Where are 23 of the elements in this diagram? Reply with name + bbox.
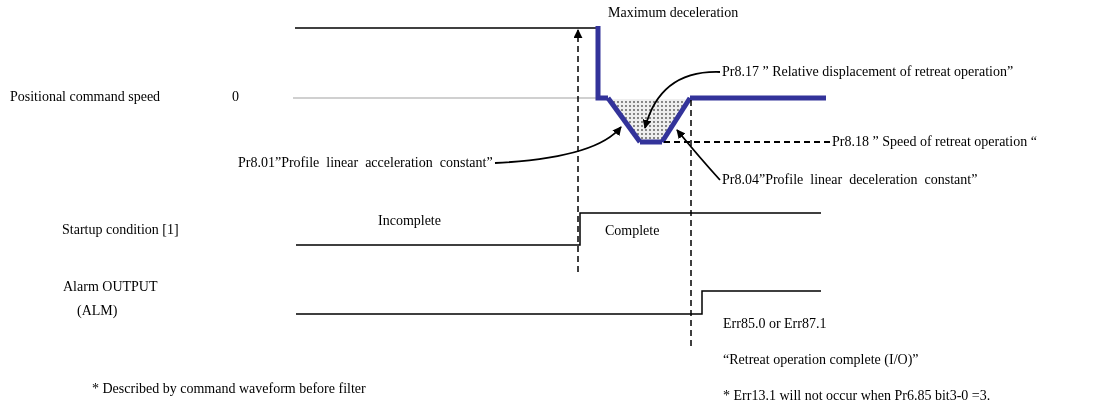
retreat-speed-segment bbox=[640, 139, 662, 145]
acceleration-slope bbox=[605, 96, 643, 144]
signal-label: Alarm OUTPUT bbox=[63, 279, 158, 295]
output-label: “Retreat operation complete (I/O)” bbox=[723, 352, 919, 368]
leader-line bbox=[662, 141, 831, 143]
deceleration-slope bbox=[659, 96, 693, 144]
parameter-label: Pr8.04”Profile linear deceleration constant” bbox=[722, 172, 978, 188]
leader-line bbox=[676, 129, 721, 181]
signal-label: (ALM) bbox=[77, 303, 118, 319]
signal-label: Positional command speed bbox=[10, 89, 161, 105]
footnote: * Err13.1 will not occur when Pr6.85 bit3-0 =3. bbox=[723, 388, 991, 404]
parameter-label: Pr8.01”Profile linear acceleration constant” bbox=[238, 155, 493, 171]
parameter-label: Pr8.17 ” Relative displacement of retreat operation” bbox=[722, 64, 1014, 80]
leader-line bbox=[643, 71, 721, 129]
parameter-label: Pr8.18 ” Speed of retreat operation “ bbox=[832, 134, 1037, 150]
leader-line bbox=[494, 126, 622, 164]
footnote: * Described by command waveform before filter bbox=[92, 381, 366, 397]
signal-label: Startup condition [1] bbox=[62, 222, 179, 238]
waveform-label: Maximum deceleration bbox=[608, 5, 739, 21]
zero-level-label: 0 bbox=[232, 89, 239, 105]
state-label: Incomplete bbox=[378, 213, 441, 229]
alarm-code-label: Err85.0 or Err87.1 bbox=[723, 316, 827, 332]
state-label: Complete bbox=[605, 223, 660, 239]
